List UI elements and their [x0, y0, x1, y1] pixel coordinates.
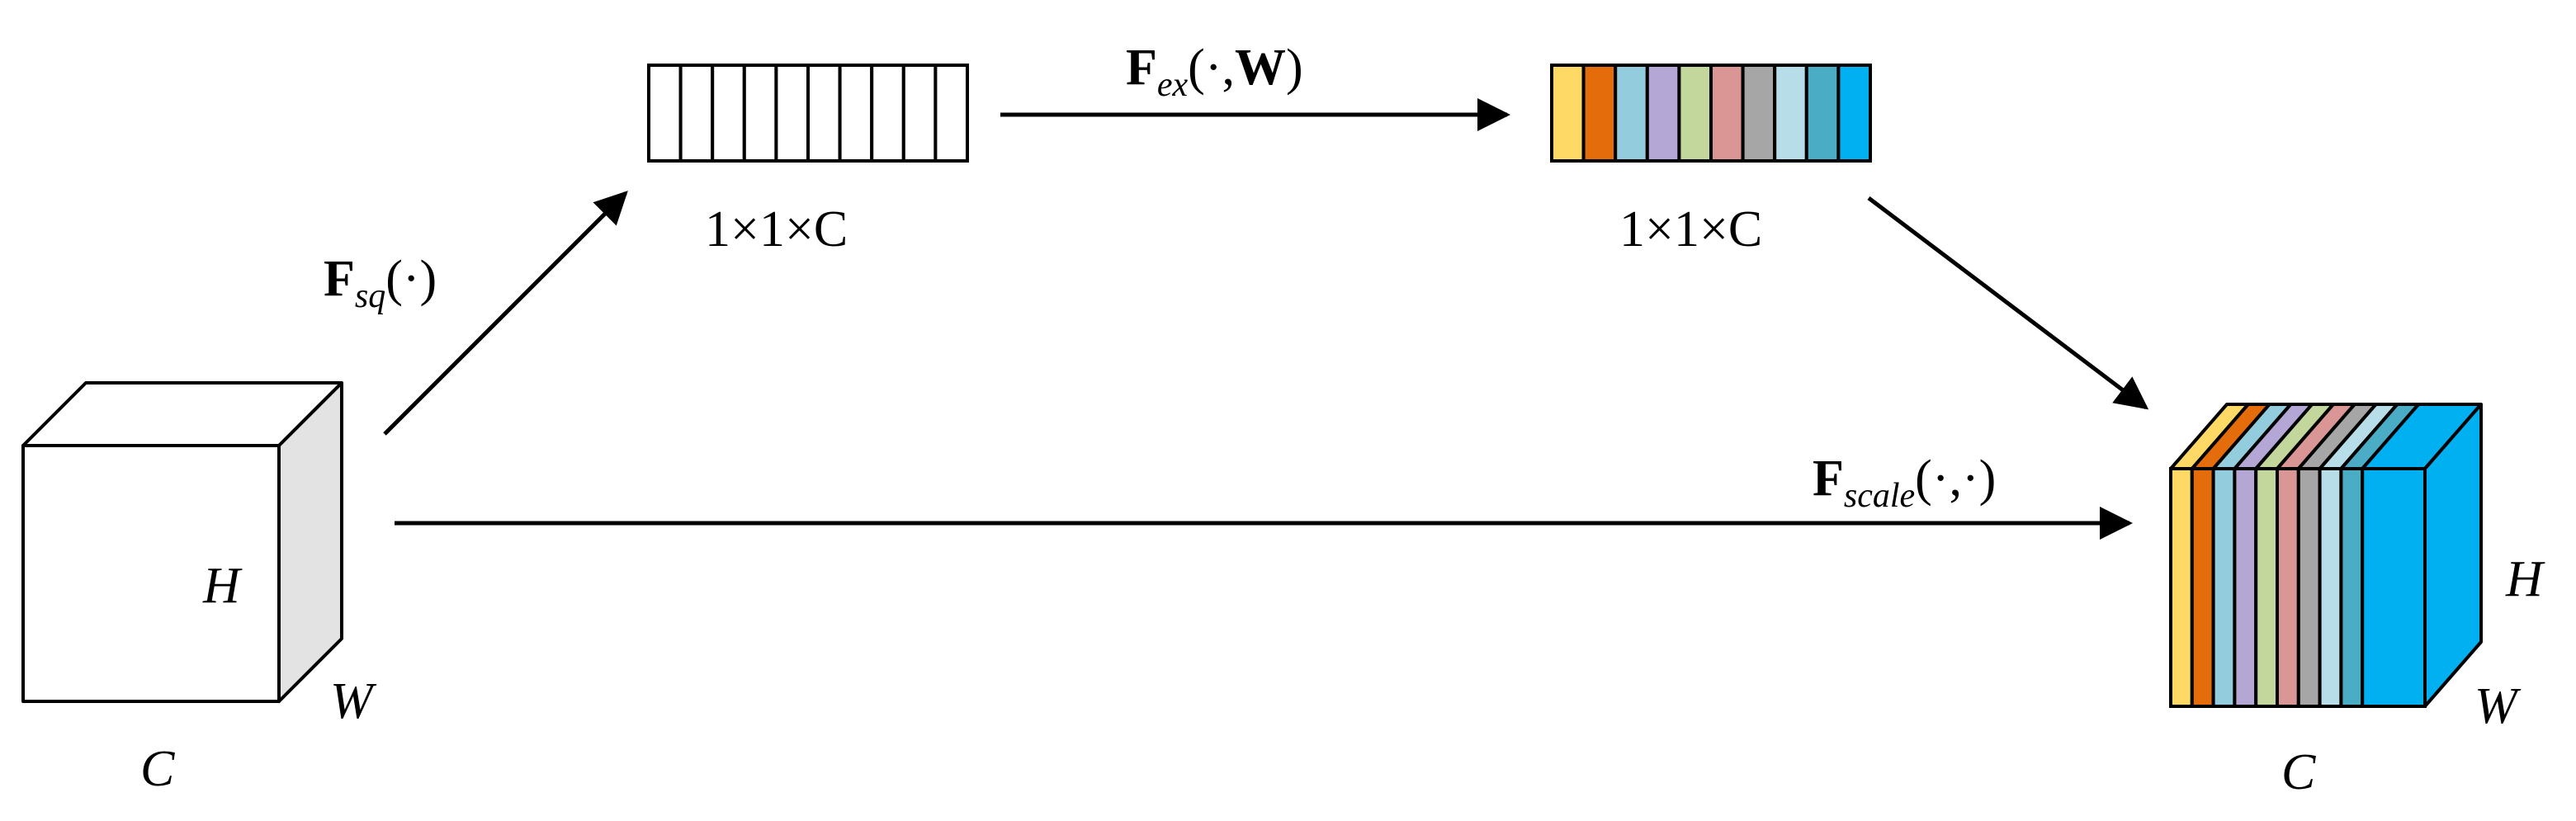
- squeeze-vector-dims-label: 1×1×C: [705, 201, 848, 257]
- squeeze-vector-cell: [711, 64, 746, 163]
- excitation-op-subscript: ex: [1157, 66, 1189, 104]
- output-slice-front: [2296, 467, 2322, 708]
- output-slice-front: [2211, 467, 2237, 708]
- output-slice-front: [2339, 467, 2365, 708]
- squeeze-op-subscript: sq: [355, 277, 385, 315]
- squeeze-vector-cell: [806, 64, 842, 163]
- excitation-vector: [1550, 64, 1872, 163]
- excitation-vector-cell: [1677, 64, 1713, 163]
- output-slice-front: [2233, 467, 2258, 708]
- output-slice-front: [2276, 467, 2300, 708]
- excitation-vector-cell: [1614, 64, 1649, 163]
- scale-op-subscript: scale: [1844, 477, 1915, 515]
- squeeze-vector-cell: [934, 64, 970, 163]
- squeeze-op-args: (·): [385, 251, 437, 307]
- excitation-vector-dims-label: 1×1×C: [1619, 201, 1762, 257]
- scale-op-symbol: F: [1813, 451, 1844, 507]
- squeeze-vector-cell: [774, 64, 811, 163]
- excitation-vector-cell: [1741, 64, 1777, 163]
- squeeze-vector-cell: [678, 64, 715, 163]
- squeeze-vector-cell: [838, 64, 874, 163]
- input-tensor: H W C: [21, 381, 377, 797]
- excitation-vector-cell: [1550, 64, 1586, 163]
- output-slice-front: [2254, 467, 2279, 708]
- scale-op-label: Fscale(·,·): [1813, 451, 1996, 515]
- excitation-vector-cell: [1645, 64, 1681, 163]
- squeeze-vector: [647, 64, 970, 163]
- squeeze-op-label: Fsq(·): [324, 251, 437, 315]
- excitation-op-args-open: (·,: [1188, 40, 1235, 96]
- squeeze-vector-cell: [901, 64, 938, 163]
- excitation-to-output-arrow: [1867, 196, 2149, 410]
- output-height-label: H: [2505, 551, 2545, 607]
- squeeze-vector-cell: [647, 64, 683, 163]
- squeeze-op-symbol: F: [324, 251, 355, 307]
- input-cube-front-face: [21, 444, 281, 703]
- excitation-op-symbol: F: [1126, 40, 1157, 96]
- excitation-op-args-close: ): [1286, 40, 1303, 96]
- excitation-vector-cell: [1581, 64, 1618, 163]
- output-slice-front: [2169, 467, 2194, 708]
- input-height-label: H: [202, 558, 243, 614]
- excitation-vector-cell: [1836, 64, 1872, 163]
- excitation-op-label: Fex(·,W): [1126, 40, 1303, 104]
- excitation-vector-cell: [1709, 64, 1745, 163]
- output-slice-front: [2318, 467, 2343, 708]
- squeeze-vector-cell: [742, 64, 778, 163]
- excitation-vector-cell: [1773, 64, 1808, 163]
- output-width-label: W: [2474, 678, 2522, 734]
- excitation-op-weight: W: [1235, 40, 1286, 96]
- scale-op-args: (·,·): [1915, 451, 1996, 507]
- output-slice-front: [2361, 467, 2427, 708]
- excitation-vector-cell: [1804, 64, 1841, 163]
- input-width-label: W: [330, 673, 377, 729]
- input-channel-label: C: [140, 741, 175, 797]
- squeeze-vector-cell: [870, 64, 905, 163]
- output-slice-front: [2190, 467, 2215, 708]
- output-channel-label: C: [2281, 744, 2316, 800]
- squeeze-arrow: [383, 191, 628, 436]
- output-tensor: [2169, 403, 2483, 708]
